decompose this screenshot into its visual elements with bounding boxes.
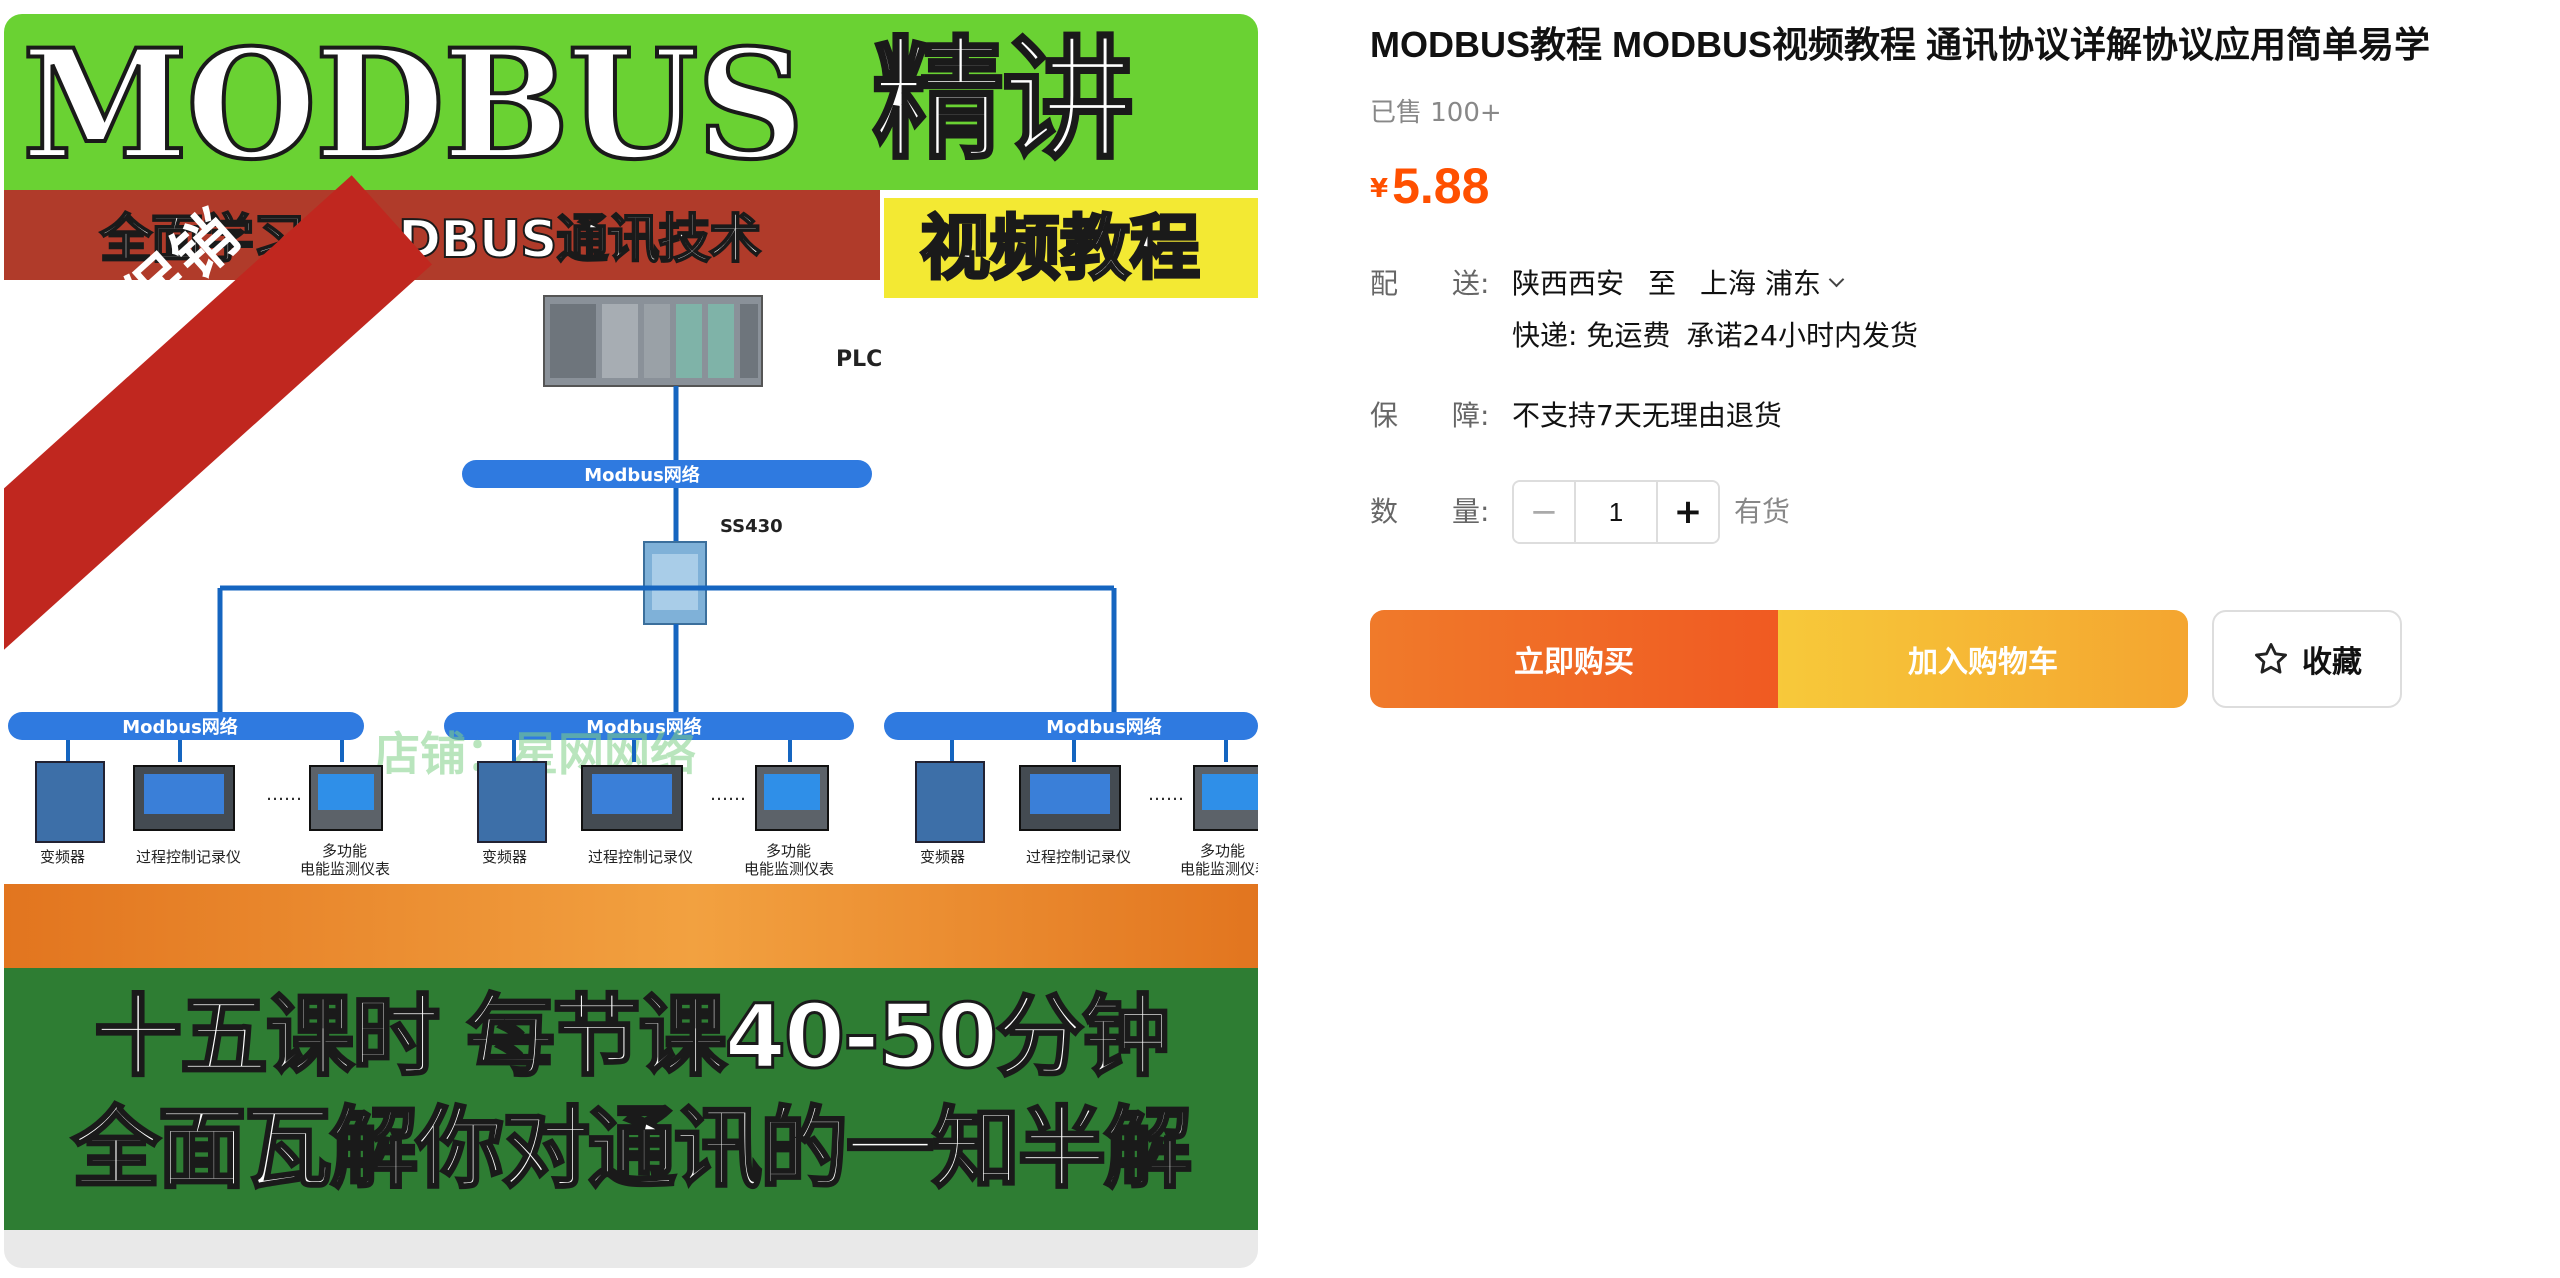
network-bar-right [884,712,1258,740]
delivery-origin: 陕西西安 [1512,267,1625,300]
banner-top-bg [4,14,1258,190]
chevron-down-icon[interactable] [1828,271,1845,288]
svg-text:电能监测仪表: 电能监测仪表 [300,860,390,878]
svg-text:多功能: 多功能 [322,842,367,860]
bottom-strip [4,1230,1258,1268]
add-to-cart-button[interactable]: 加入购物车 [1778,610,2188,708]
svg-text:……: …… [1148,784,1184,805]
svg-text:变频器: 变频器 [482,848,527,866]
svg-text:过程控制记录仪: 过程控制记录仪 [1026,848,1131,866]
delivery-destination-selector[interactable]: 上海 浦东 [1700,267,1845,300]
video-tag: 视频教程 [919,206,1202,291]
quantity-decrease-button[interactable]: − [1514,482,1574,542]
delivery-route: 陕西西安至上海 浦东 [1512,266,1845,302]
price: ¥5.88 [1370,158,1489,214]
delivery-to-word: 至 [1648,267,1677,300]
quantity-increase-button[interactable]: + [1658,482,1718,542]
svg-text:Modbus网络: Modbus网络 [1046,716,1162,738]
express-fee: 快递: 免运费 [1512,319,1671,352]
svg-text:Modbus网络: Modbus网络 [122,716,238,738]
ship-promise: 承诺24小时内发货 [1686,319,1918,352]
purchase-button-group: 立即购买 加入购物车 [1370,610,2188,708]
banner-subtitle: 全面学习MODBUS通讯技术 [99,209,762,271]
sold-count: 已售 100+ [1370,98,1502,128]
video-tag-bg [884,198,1258,298]
bottom-headline-1: 十五课时 每节课40-50分钟 [92,984,1171,1090]
price-value: 5.88 [1392,158,1490,214]
network-diagram: PLC Modbus网络 SS430 Modbus网络 Modbus网络 Mod… [8,295,1258,878]
switch-device-icon [643,541,707,625]
buy-now-button[interactable]: 立即购买 [1370,610,1778,708]
svg-text:Modbus网络: Modbus网络 [584,464,700,486]
bottom-green-band [4,968,1258,1230]
svg-text:多功能: 多功能 [1200,842,1245,860]
network-bar-middle [444,712,854,740]
svg-text:电能监测仪表: 电能监测仪表 [744,860,834,878]
price-currency: ¥ [1370,174,1389,204]
stock-status: 有货 [1734,495,1791,528]
svg-text:……: …… [266,784,302,805]
svg-text:电能监测仪表: 电能监测仪表 [1180,860,1258,878]
favorite-label[interactable]: 收藏 [2302,645,2362,680]
delivery-express: 快递: 免运费承诺24小时内发货 [1512,318,1918,354]
device-group-right: …… 变频器 过程控制记录仪 多功能 电能监测仪表 [915,740,1258,878]
switch-label: SS430 [720,516,783,537]
banner-subtitle-bg [4,190,880,280]
svg-text:变频器: 变频器 [40,848,85,866]
guarantee-text: 不支持7天无理由退货 [1512,399,1782,432]
network-bar-left [8,712,364,740]
svg-text:……: …… [710,784,746,805]
favorite-button[interactable]: 收藏 [2212,610,2402,708]
banner-title-en: MODBUS [20,17,807,193]
svg-text:Modbus网络: Modbus网络 [586,716,702,738]
plc-label: PLC [836,347,882,372]
device-group-left: …… 变频器 过程控制记录仪 多功能 电能监测仪表 [35,740,390,878]
banner-title-cn: 精讲 [871,23,1136,180]
quantity-input[interactable] [1574,482,1658,542]
product-image[interactable]: MODBUS 精讲 全面学习MODBUS通讯技术 视频教程 PLC Modbus… [4,14,1258,1268]
svg-text:过程控制记录仪: 过程控制记录仪 [588,848,693,866]
star-outline-icon[interactable] [2252,640,2290,678]
svg-text:变频器: 变频器 [920,848,965,866]
svg-text:过程控制记录仪: 过程控制记录仪 [136,848,241,866]
svg-text:多功能: 多功能 [766,842,811,860]
quantity-stepper[interactable]: − + [1512,480,1720,544]
network-bar-top [462,460,872,488]
bottom-headline-2: 全面瓦解你对通讯的一知半解 [70,1096,1193,1202]
bottom-orange-band [4,884,1258,968]
plc-device-icon [543,295,763,387]
product-title: MODBUS教程 MODBUS视频教程 通讯协议详解协议应用简单易学 [1370,24,2430,65]
device-group-middle: …… 变频器 过程控制记录仪 多功能 电能监测仪表 [477,740,834,878]
